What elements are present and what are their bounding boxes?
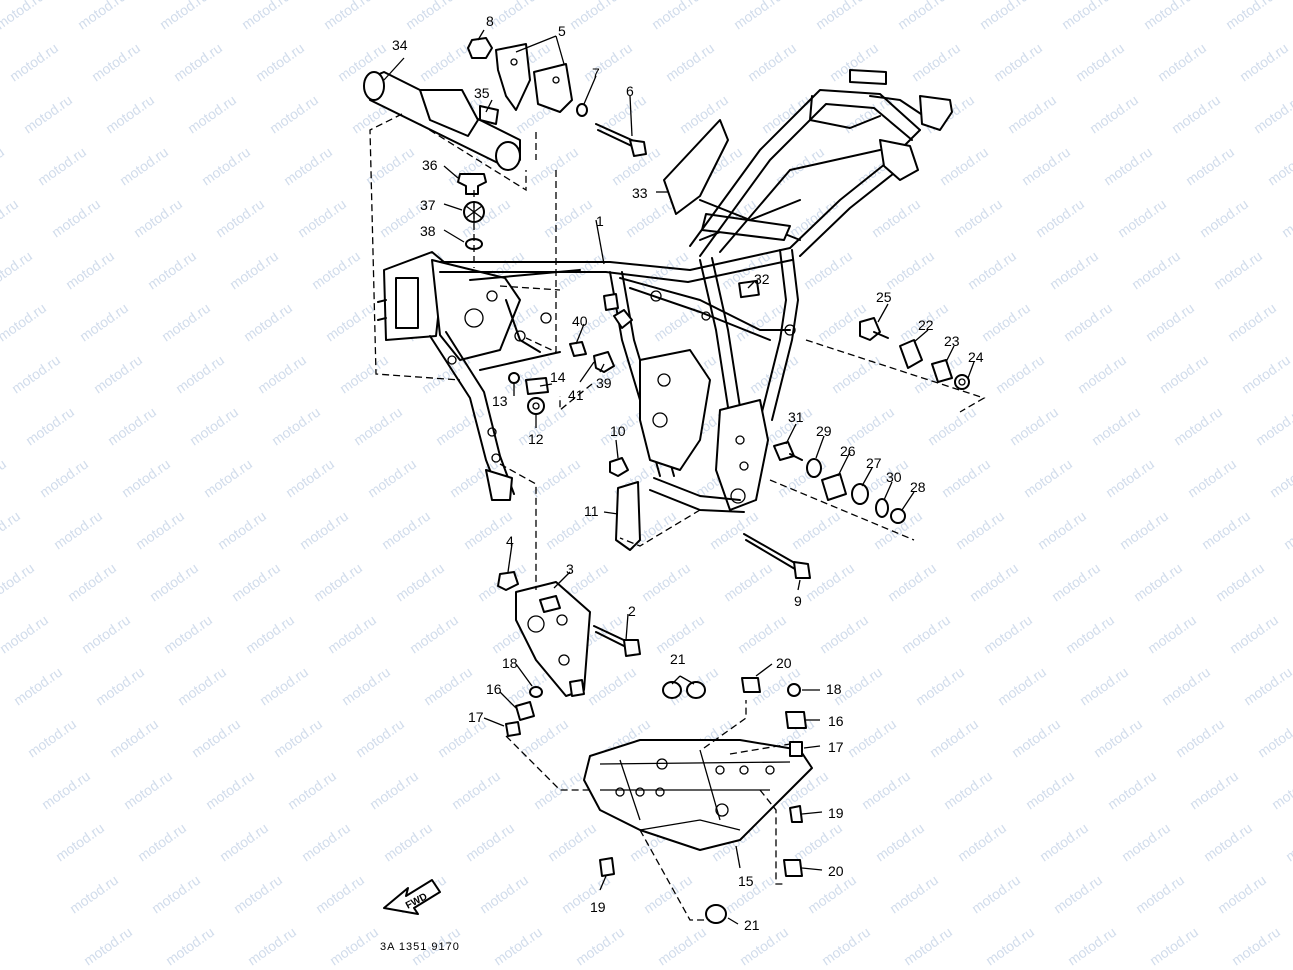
- callout-16-left: 16: [486, 681, 502, 697]
- callout-34: 34: [392, 37, 408, 53]
- callout-1: 1: [596, 213, 604, 229]
- callout-15: 15: [738, 873, 754, 889]
- callout-10: 10: [610, 423, 626, 439]
- callout-39: 39: [596, 375, 612, 391]
- callout-40: 40: [572, 313, 588, 329]
- callout-26: 26: [840, 443, 856, 459]
- callout-27: 27: [866, 455, 882, 471]
- callout-21-bottom: 21: [744, 917, 760, 933]
- callout-32: 32: [754, 271, 770, 287]
- callout-20-top: 20: [776, 655, 792, 671]
- callout-37: 37: [420, 197, 436, 213]
- leader-lines: [383, 29, 975, 925]
- callout-36: 36: [422, 157, 438, 173]
- callout-4: 4: [506, 533, 514, 549]
- drawing-code: 3A 1351 9170: [380, 941, 460, 953]
- callout-28: 28: [910, 479, 926, 495]
- engine-bracket-assembly: [497, 571, 641, 737]
- callout-21-top: 21: [670, 651, 686, 667]
- callout-7: 7: [592, 65, 600, 81]
- skid-plate: [583, 677, 813, 924]
- callout-33: 33: [632, 185, 648, 201]
- callout-25: 25: [876, 289, 892, 305]
- callout-35: 35: [474, 85, 490, 101]
- callout-17-right: 17: [828, 739, 844, 755]
- callout-12: 12: [528, 431, 544, 447]
- callout-17-left: 17: [468, 709, 484, 725]
- callout-8: 8: [486, 13, 494, 29]
- callout-16-right: 16: [828, 713, 844, 729]
- callout-19-right: 19: [828, 805, 844, 821]
- engine-mount-hardware: [609, 317, 970, 579]
- callout-9: 9: [794, 593, 802, 609]
- callout-3: 3: [566, 561, 574, 577]
- callout-6: 6: [626, 83, 634, 99]
- main-frame-drawing: [377, 69, 953, 513]
- callout-2: 2: [628, 603, 636, 619]
- assembly-guide-lines: [369, 113, 986, 921]
- callout-19-bottom: 19: [590, 899, 606, 915]
- callout-labels: 1 2 3 4 5 6 7 8 9 10 11 12 13 14 15 16 1…: [392, 13, 984, 933]
- callout-18-left: 18: [502, 655, 518, 671]
- callout-13: 13: [492, 393, 508, 409]
- callout-14: 14: [550, 369, 566, 385]
- top-bracket-assembly: [363, 37, 647, 250]
- callout-24: 24: [968, 349, 984, 365]
- callout-31: 31: [788, 409, 804, 425]
- callout-41: 41: [568, 387, 584, 403]
- callout-5: 5: [558, 23, 566, 39]
- callout-38: 38: [420, 223, 436, 239]
- callout-23: 23: [944, 333, 960, 349]
- callout-20-bottom: 20: [828, 863, 844, 879]
- callout-29: 29: [816, 423, 832, 439]
- centre-hardware: [508, 293, 633, 415]
- callout-30: 30: [886, 469, 902, 485]
- callout-11: 11: [584, 503, 599, 519]
- callout-18-right: 18: [826, 681, 842, 697]
- callout-22: 22: [918, 317, 934, 333]
